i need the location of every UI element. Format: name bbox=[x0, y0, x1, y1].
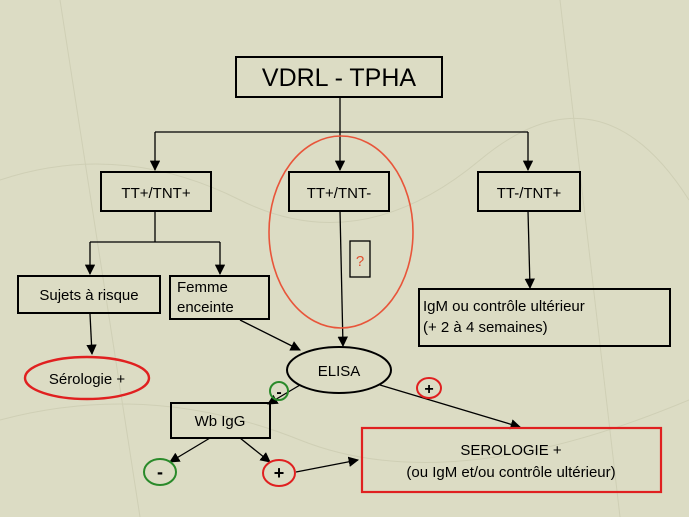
pregnant-box bbox=[169, 275, 270, 320]
elisa-plus-marker bbox=[416, 377, 442, 399]
wb-plus-marker bbox=[262, 459, 296, 487]
elisa-to-wb-arrow bbox=[267, 384, 301, 405]
right-test-box bbox=[477, 171, 581, 212]
wb-to-minus-arrow bbox=[169, 437, 211, 463]
question-box bbox=[349, 240, 371, 278]
serology-final-box bbox=[360, 426, 663, 494]
highlight-oval bbox=[268, 135, 414, 329]
question-label: ? bbox=[356, 253, 364, 270]
wb-plus-label: + bbox=[274, 463, 285, 483]
risk-box bbox=[17, 275, 161, 314]
elisa-minus-label: - bbox=[276, 384, 281, 401]
elisa-to-serology-arrow bbox=[379, 384, 521, 430]
risk-to-serology-arrow bbox=[86, 313, 97, 356]
right-test-label: TT-/TNT+ bbox=[497, 185, 562, 202]
wb-to-plus-arrow bbox=[239, 437, 271, 463]
serology-small-oval bbox=[23, 355, 151, 401]
wb-minus-label: - bbox=[157, 462, 163, 482]
elisa-plus-label: + bbox=[424, 381, 433, 398]
serology-small-label: Sérologie + bbox=[49, 371, 126, 388]
pregnant-label-line1: Femme bbox=[177, 279, 228, 296]
pregnant-to-elisa-arrow bbox=[239, 319, 301, 351]
middle-test-box bbox=[288, 171, 390, 212]
middle-to-elisa-arrow bbox=[337, 210, 348, 348]
igm-label-line1: IgM ou contrôle ultérieur bbox=[423, 298, 585, 315]
elisa-label: ELISA bbox=[318, 363, 361, 380]
serology-final-line1: SEROLOGIE + bbox=[460, 442, 562, 459]
wb-minus-marker bbox=[143, 458, 177, 486]
igm-label-line2: (+ 2 à 4 semaines) bbox=[423, 319, 548, 336]
serology-final-line2: (ou IgM et/ou contrôle ultérieur) bbox=[406, 464, 615, 481]
connectors bbox=[84, 97, 535, 473]
middle-test-label: TT+/TNT- bbox=[307, 185, 372, 202]
right-to-igm-arrow bbox=[524, 210, 535, 290]
elisa-minus-marker bbox=[269, 381, 289, 401]
risk-label: Sujets à risque bbox=[39, 287, 138, 304]
wb-igg-label: Wb IgG bbox=[195, 413, 246, 430]
plus-to-serology-arrow bbox=[295, 456, 360, 473]
left-test-label: TT+/TNT+ bbox=[121, 185, 190, 202]
left-test-box bbox=[100, 171, 212, 212]
root-label: VDRL - TPHA bbox=[262, 64, 417, 92]
root-box bbox=[235, 56, 443, 98]
wb-igg-box bbox=[170, 402, 271, 439]
elisa-oval bbox=[286, 346, 392, 394]
igm-box bbox=[418, 288, 671, 347]
pregnant-label-line2: enceinte bbox=[177, 299, 234, 316]
